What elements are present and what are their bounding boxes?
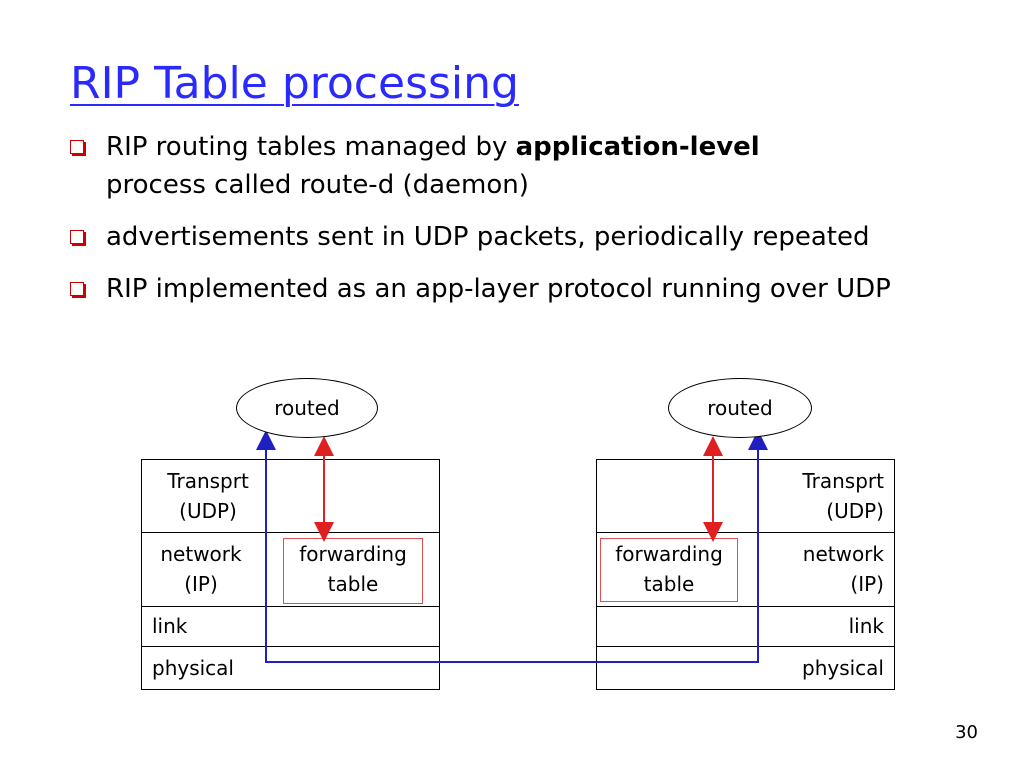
bullet-text-bold: application-level — [515, 132, 760, 162]
bullet-item: advertisements sent in UDP packets, peri… — [64, 218, 944, 256]
right-transport-layer: Transprt(UDP) — [597, 460, 894, 533]
bullet-list: RIP routing tables managed by applicatio… — [64, 128, 944, 322]
bullet-text: advertisements sent in UDP packets, peri… — [106, 222, 870, 252]
bullet-square-icon — [70, 230, 84, 244]
bullet-square-icon — [70, 140, 84, 154]
left-link-label: link — [152, 614, 188, 638]
right-link-label: link — [848, 614, 884, 638]
right-link-layer: link — [597, 607, 894, 647]
bullet-square-icon — [70, 282, 84, 296]
bullet-text: process called route-d (daemon) — [106, 170, 529, 200]
left-network-layer: network(IP) — [142, 533, 439, 607]
bullet-text: RIP implemented as an app-layer protocol… — [106, 274, 891, 304]
right-transport-label: Transprt(UDP) — [802, 469, 884, 523]
right-network-label: network(IP) — [802, 542, 884, 596]
right-network-layer: network(IP) — [597, 533, 894, 607]
left-routed-process: routed — [236, 378, 378, 438]
left-physical-label: physical — [152, 656, 234, 680]
bullet-item: RIP implemented as an app-layer protocol… — [64, 270, 944, 308]
bullet-item: RIP routing tables managed by applicatio… — [64, 128, 944, 204]
right-physical-layer: physical — [597, 647, 894, 691]
left-network-label: network(IP) — [160, 542, 242, 596]
bullet-text: RIP routing tables managed by — [106, 132, 516, 162]
left-physical-layer: physical — [142, 647, 439, 691]
slide-title: RIP Table processing — [70, 58, 519, 109]
left-transport-label: Transprt(UDP) — [167, 469, 249, 523]
left-transport-layer: Transprt(UDP) — [142, 460, 439, 533]
right-physical-label: physical — [802, 656, 884, 680]
left-link-layer: link — [142, 607, 439, 647]
right-routed-process: routed — [668, 378, 812, 438]
page-number: 30 — [955, 722, 978, 743]
